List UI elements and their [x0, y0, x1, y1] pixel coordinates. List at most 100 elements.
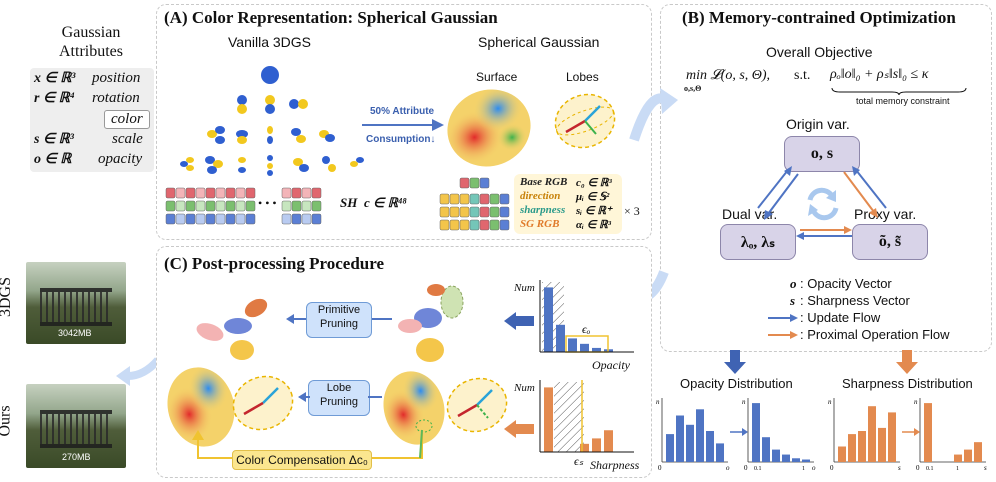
sg-legend-key-0: Base RGB — [520, 176, 568, 188]
panel-c-title: (C) Post-processing Procedure — [164, 254, 385, 273]
sh-coeff-cell — [175, 200, 186, 212]
dist-axis: o — [812, 464, 816, 472]
sg-legend-key-2: sharpness — [520, 204, 566, 216]
sharpness-thick-arrow — [504, 420, 534, 438]
sh-coeff-cell — [281, 187, 292, 199]
sh-coeff-cell — [235, 213, 246, 225]
sh-coeff-cell — [185, 187, 196, 199]
sh-coeff-cell — [225, 187, 236, 199]
surface-before — [383, 371, 445, 445]
legend-update-text: : Update Flow — [800, 310, 881, 325]
sharpness-down-arrow — [896, 350, 918, 374]
sg-param-cell — [439, 206, 450, 218]
lobe-pruning-arrow — [298, 392, 382, 402]
sh-symbol: SH — [340, 195, 358, 210]
attr-scale-symbol: s ∈ ℝ³ — [34, 132, 74, 147]
opacity-after-bar — [752, 403, 760, 462]
opacity-histogram — [539, 280, 634, 353]
sg-param-cell — [499, 219, 510, 231]
sh-coeff-cell — [205, 187, 216, 199]
opacity-before-bar — [716, 443, 724, 462]
dist-axis-n: n — [828, 398, 832, 406]
constraint-caption: total memory constraint — [856, 96, 950, 106]
dist-zero: 0 — [658, 464, 662, 472]
sh-ellipsis: • • • — [258, 196, 277, 210]
sh-coeff-cell — [235, 187, 246, 199]
opacity-hist-bar — [592, 347, 601, 352]
sh-coeff-cell — [175, 187, 186, 199]
origin-label: Origin var. — [786, 116, 850, 132]
sh-coeff-cell — [225, 200, 236, 212]
sh-coeff-cell — [185, 200, 196, 212]
objective-st: s.t. — [794, 68, 811, 83]
sh-l1 — [237, 95, 308, 114]
sh-coeff-cell — [195, 187, 206, 199]
sharpness-hist-eps: ϵₛ — [574, 454, 584, 468]
sg-param-cell — [489, 206, 500, 218]
attribute-arrow — [362, 119, 444, 131]
sh-coeff-cell — [215, 187, 226, 199]
opacity-before-bar — [676, 415, 684, 462]
sh-coeff-cell — [195, 200, 206, 212]
dist-zero: 0 — [916, 464, 920, 472]
dual-var-box: λₒ, λₛ — [720, 224, 796, 260]
opacity-before-bar — [666, 434, 674, 462]
sh-coeff-cell — [311, 213, 322, 225]
opacity-hist-bar — [544, 287, 553, 352]
legend-sharpness-text: : Sharpness Vector — [800, 293, 910, 308]
bench-shape — [40, 288, 112, 326]
sg-legend-math-0: c₀ ∈ ℝ³ — [576, 177, 612, 189]
sharpness-after-bar — [964, 449, 972, 462]
opacity-after-bar — [762, 437, 770, 462]
sg-times: × 3 — [624, 204, 640, 218]
sg-base-cell — [469, 177, 480, 189]
sg-param-cell — [499, 193, 510, 205]
sharpness-hist-axis: Sharpness — [590, 458, 640, 472]
sg-param-cell — [489, 193, 500, 205]
bench-photo-3dgs: 3042MB — [26, 262, 126, 344]
attr-color-name: color — [104, 110, 150, 129]
dist-axis: s — [898, 464, 901, 472]
surface-label: Surface — [476, 70, 518, 84]
panel-b — [660, 4, 992, 352]
opacity-after-bar — [792, 458, 800, 462]
lobe-pruning-label: Lobe Pruning — [308, 380, 370, 416]
a-to-b-arrow — [629, 88, 678, 142]
sg-param-cell — [469, 219, 480, 231]
opacity-hist-eps: ϵₒ — [582, 322, 591, 336]
opacity-hist-bar — [568, 338, 577, 352]
vanilla-label: Vanilla 3DGS — [228, 34, 312, 50]
primitive-pruning-line-1: Primitive — [317, 304, 361, 316]
sh-coeff-cell — [165, 187, 176, 199]
sh-coeff-cell — [165, 213, 176, 225]
sg-base-cell — [479, 177, 490, 189]
sharpness-after-bar — [954, 454, 962, 462]
opacity-down-arrow — [724, 350, 746, 374]
sg-legend-math-2: sᵢ ∈ ℝ⁺ — [576, 205, 612, 217]
opacity-before-bar — [706, 431, 714, 462]
sg-param-cell — [479, 206, 490, 218]
primitives-before — [398, 284, 464, 362]
constraint-math: ρₒ‖o‖₀ + ρₛ‖s‖₀ ≤ κ — [830, 67, 929, 82]
sh-pyramid — [180, 66, 364, 176]
panel-b-title: (B) Memory-contrained Optimization — [682, 8, 956, 27]
primitive-pruning-line-2: Pruning — [320, 318, 358, 330]
sh-coeff-cell — [301, 187, 312, 199]
sg-surface — [447, 89, 531, 167]
constraint-brace — [831, 87, 967, 96]
dist-zero: 0 — [744, 464, 748, 472]
sg-legend-math-1: μᵢ ∈ 𝕊² — [576, 191, 610, 203]
attr-opacity-name: opacity — [98, 151, 143, 167]
sg-param-cell — [459, 206, 470, 218]
color-comp-label: Color Compensation Δc₀ — [232, 450, 372, 470]
sharpness-hist-num: Num — [514, 382, 535, 394]
origin-var-box: o, s — [784, 136, 860, 172]
opacity-dist-title: Opacity Distribution — [680, 376, 793, 391]
pruned-primitives — [196, 298, 268, 360]
size-ours: 270MB — [62, 452, 91, 462]
dual-proxy-blue-arrow — [796, 232, 852, 240]
attributes-box: Gaussian Attributes x ∈ ℝ³ position r ∈ … — [30, 24, 154, 174]
attribute-arrow-text-2: Consumption↓ — [366, 134, 436, 145]
sh-coeff-cell — [165, 200, 176, 212]
sh-coeff-cell — [291, 200, 302, 212]
